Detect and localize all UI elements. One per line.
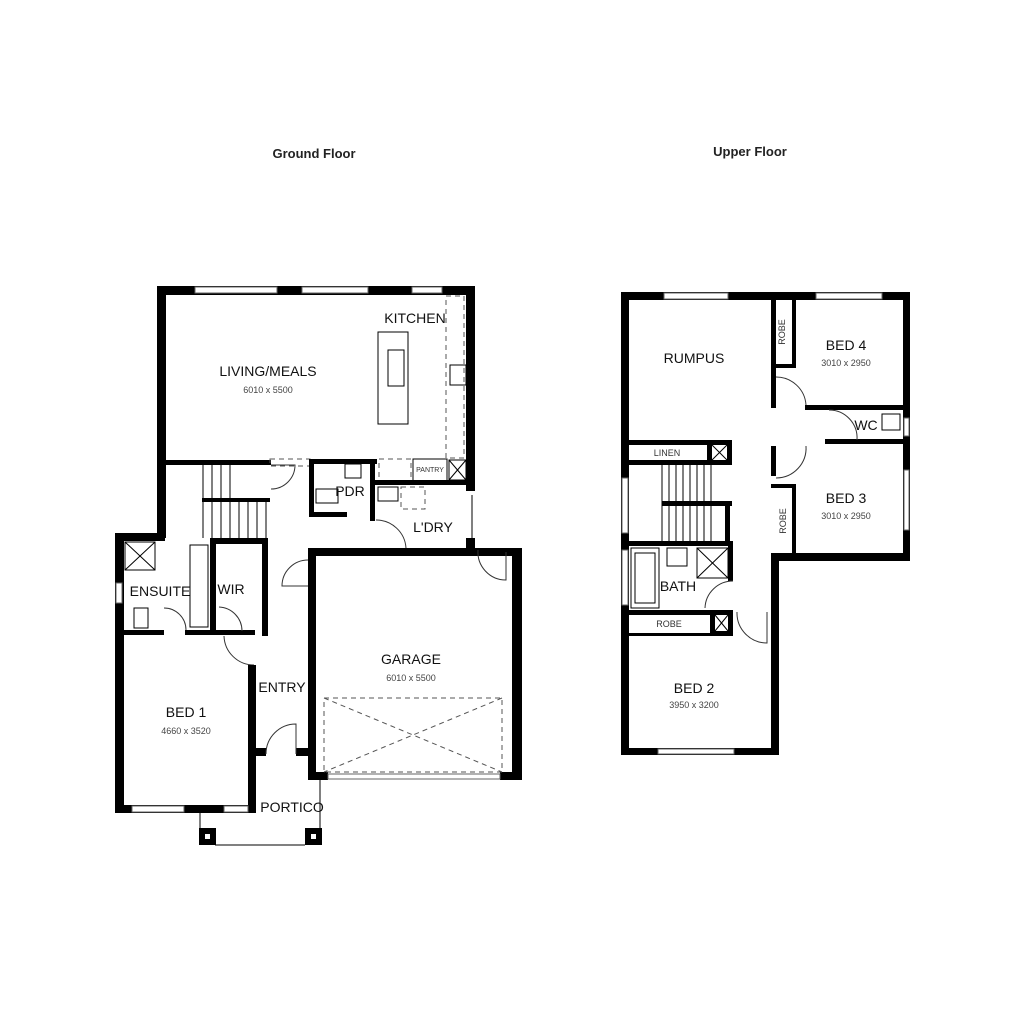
room-label-robe-bed3: ROBE bbox=[778, 508, 788, 534]
room-dims-living: 6010 x 5500 bbox=[243, 385, 293, 395]
room-label-pantry: PANTRY bbox=[416, 467, 444, 474]
bathtub-icon bbox=[630, 547, 660, 609]
basin-icon bbox=[666, 547, 688, 567]
kitchen-island bbox=[377, 331, 409, 425]
room-label-bed2: BED 2 bbox=[674, 680, 715, 696]
room-label-wc: WC bbox=[854, 417, 877, 433]
window bbox=[301, 286, 369, 294]
room-label-ensuite: ENSUITE bbox=[130, 583, 191, 599]
room-dims-bed4: 3010 x 2950 bbox=[821, 358, 871, 368]
toilet-icon bbox=[133, 607, 149, 629]
room-label-robe-bed2: ROBE bbox=[656, 619, 682, 629]
room-label-wir: WIR bbox=[217, 581, 244, 597]
toilet-icon bbox=[315, 488, 339, 504]
room-label-bed3: BED 3 bbox=[826, 490, 867, 506]
ground-floor-title: Ground Floor bbox=[272, 146, 355, 161]
room-label-garage: GARAGE bbox=[381, 651, 441, 667]
cooktop-icon bbox=[449, 364, 467, 386]
room-dims-bed1: 4660 x 3520 bbox=[161, 726, 211, 736]
upper-floor-title: Upper Floor bbox=[713, 144, 787, 159]
room-label-bed4: BED 4 bbox=[826, 337, 867, 353]
room-label-bed1: BED 1 bbox=[166, 704, 207, 720]
room-label-entry: ENTRY bbox=[258, 679, 306, 695]
room-label-portico: PORTICO bbox=[260, 799, 324, 815]
room-label-robe-bed4: ROBE bbox=[777, 319, 787, 345]
toilet-icon bbox=[881, 413, 901, 431]
room-label-living: LIVING/MEALS bbox=[219, 363, 316, 379]
window bbox=[411, 286, 443, 294]
room-label-pdr: PDR bbox=[335, 483, 365, 499]
room-dims-bed3: 3010 x 2950 bbox=[821, 511, 871, 521]
sink-icon bbox=[387, 349, 405, 387]
upper-floor-plan: RUMPUS ROBE BED 4 3010 x 2950 WC LINEN R… bbox=[621, 292, 910, 755]
room-label-bath: BATH bbox=[660, 578, 696, 594]
room-dims-bed2: 3950 x 3200 bbox=[669, 700, 719, 710]
ground-floor-plan: LIVING/MEALS 6010 x 5500 KITCHEN PANTRY … bbox=[115, 286, 522, 846]
garage-door bbox=[327, 773, 501, 780]
room-dims-garage: 6010 x 5500 bbox=[386, 673, 436, 683]
cupboard-icon bbox=[448, 459, 467, 481]
room-label-linen: LINEN bbox=[654, 448, 681, 458]
sliding-door bbox=[194, 286, 278, 294]
room-label-rumpus: RUMPUS bbox=[664, 350, 725, 366]
staircase bbox=[202, 465, 267, 538]
room-label-kitchen: KITCHEN bbox=[384, 310, 445, 326]
room-label-laundry: L'DRY bbox=[413, 519, 453, 535]
